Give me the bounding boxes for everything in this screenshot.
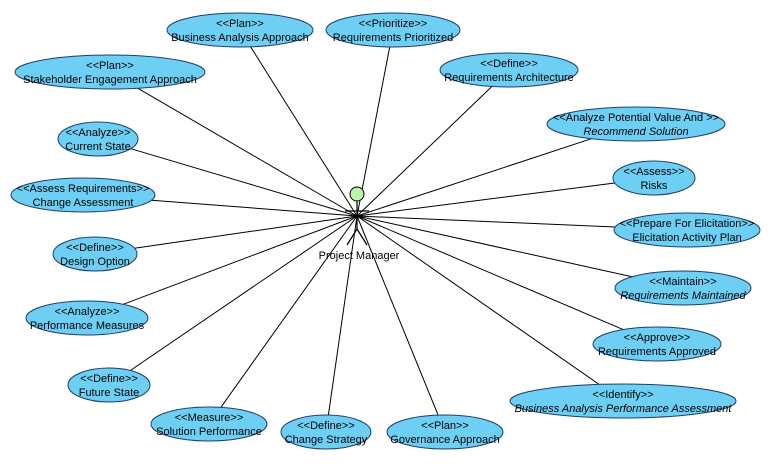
association-requirements-prioritized [356,46,391,217]
use-case-stereotype: <<Define>> [66,242,124,254]
use-case-name: Requirements Approved [598,346,716,358]
use-case-recommend-solution[interactable]: <<Analyze Potential Value And >> Recommen… [546,106,726,142]
association-design-option [134,215,358,249]
use-case-risks[interactable]: <<Assess>> Risks [612,160,696,196]
use-case-name: Design Option [60,256,130,268]
use-case-requirements-prioritized[interactable]: <<Prioritize>> Requirements Prioritized [325,12,461,48]
use-case-stereotype: <<Define>> [80,373,138,385]
use-case-ellipse [280,414,372,450]
use-case-name: Recommend Solution [583,126,688,138]
use-case-name: Requirements Maintained [620,290,746,302]
use-case-name: Solution Performance [156,426,262,438]
use-case-ellipse [614,270,752,306]
use-case-ellipse [57,121,139,157]
use-case-name: Future State [79,387,140,399]
actor-right-leg [356,228,368,246]
actor-head-icon [349,186,365,202]
use-case-name: Governance Approach [390,434,499,446]
use-case-future-state[interactable]: <<Define>> Future State [67,367,151,403]
use-case-ellipse [10,177,156,213]
use-case-ellipse [150,406,268,442]
use-case-governance-approach[interactable]: <<Plan>> Governance Approach [386,414,504,450]
use-case-name: Elicitation Activity Plan [632,232,741,244]
use-case-name: Business Analysis Performance Assessment [515,403,733,415]
association-requirements-maintained [356,215,633,278]
use-case-solution-performance[interactable]: <<Measure>> Solution Performance [150,406,268,442]
use-case-stereotype: <<Plan>> [421,420,469,432]
use-case-ellipse [546,106,726,142]
use-cases: <<Plan>> Business Analysis Approach <<Prio… [10,12,761,450]
use-case-ellipse [14,54,206,90]
use-case-name: Risks [641,180,668,192]
use-case-stereotype: <<Prioritize>> [359,18,427,30]
use-case-name: Change Assessment [33,197,134,209]
association-requirements-architecture [356,86,493,217]
association-business-analysis-performance-assessment [356,215,600,385]
association-stakeholder-engagement-approach [137,87,358,217]
use-case-stereotype: <<Prepare For Elicitation>> [620,218,755,230]
use-case-ellipse [612,160,696,196]
actor-project-manager[interactable]: Project Manager [319,186,400,262]
association-current-state [130,148,358,217]
use-case-stereotype: <<Analyze>> [66,127,131,139]
use-case-business-analysis-performance-assessment[interactable]: <<Identify>> Business Analysis Performanc… [509,383,737,419]
use-case-requirements-maintained[interactable]: <<Maintain>> Requirements Maintained [614,270,752,306]
association-change-assessment [151,199,358,217]
use-case-name: Business Analysis Approach [171,32,309,44]
association-governance-approach [356,215,439,416]
use-case-ellipse [386,414,504,450]
use-case-stereotype: <<Plan>> [216,18,264,30]
use-case-change-strategy[interactable]: <<Define>> Change Strategy [280,414,372,450]
use-case-ellipse [25,300,149,336]
association-recommend-solution [356,138,592,217]
use-case-name: Requirements Prioritized [333,32,453,44]
use-case-ellipse [592,326,722,362]
use-case-stereotype: <<Assess>> [623,166,684,178]
use-case-stereotype: <<Assess Requirements>> [17,183,150,195]
use-case-stereotype: <<Define>> [297,420,355,432]
association-elicitation-activity-plan [356,215,616,228]
association-change-strategy [327,215,358,416]
use-case-change-assessment[interactable]: <<Assess Requirements>> Change Assessment [10,177,156,213]
association-requirements-approved [356,215,624,331]
association-performance-measures [123,215,358,305]
use-case-stereotype: <<Plan>> [86,60,134,72]
use-case-stereotype: <<Identify>> [592,389,653,401]
use-case-stereotype: <<Analyze>> [55,306,120,318]
use-case-business-analysis-approach[interactable]: <<Plan>> Business Analysis Approach [166,12,314,48]
use-case-stakeholder-engagement-approach[interactable]: <<Plan>> Stakeholder Engagement Approach [14,54,206,90]
use-case-stereotype: <<Approve>> [624,332,691,344]
use-case-stereotype: <<Define>> [480,58,538,70]
use-case-ellipse [613,212,761,248]
use-case-stereotype: <<Maintain>> [649,276,716,288]
use-case-design-option[interactable]: <<Define>> Design Option [52,236,138,272]
use-case-ellipse [439,52,579,88]
use-case-current-state[interactable]: <<Analyze>> Current State [57,121,139,157]
association-risks [356,182,615,217]
actor-left-leg [346,228,358,246]
association-business-analysis-approach [250,46,358,217]
use-case-ellipse [166,12,314,48]
use-case-name: Current State [65,141,130,153]
use-case-ellipse [509,383,737,419]
association-lines [123,46,633,416]
use-case-requirements-architecture[interactable]: <<Define>> Requirements Architecture [439,52,579,88]
use-case-name: Requirements Architecture [444,72,574,84]
actor-label: Project Manager [319,250,400,262]
use-case-requirements-approved[interactable]: <<Approve>> Requirements Approved [592,326,722,362]
use-case-ellipse [52,236,138,272]
use-case-name: Stakeholder Engagement Approach [23,74,197,86]
use-case-ellipse [325,12,461,48]
use-case-stereotype: <<Measure>> [175,412,244,424]
use-case-elicitation-activity-plan[interactable]: <<Prepare For Elicitation>> Elicitation A… [613,212,761,248]
use-case-performance-measures[interactable]: <<Analyze>> Performance Measures [25,300,149,336]
use-case-stereotype: <<Analyze Potential Value And >> [553,112,719,124]
association-future-state [130,215,358,371]
use-case-ellipse [67,367,151,403]
association-solution-performance [220,215,358,408]
use-case-name: Performance Measures [30,320,145,332]
use-case-name: Change Strategy [285,434,368,446]
